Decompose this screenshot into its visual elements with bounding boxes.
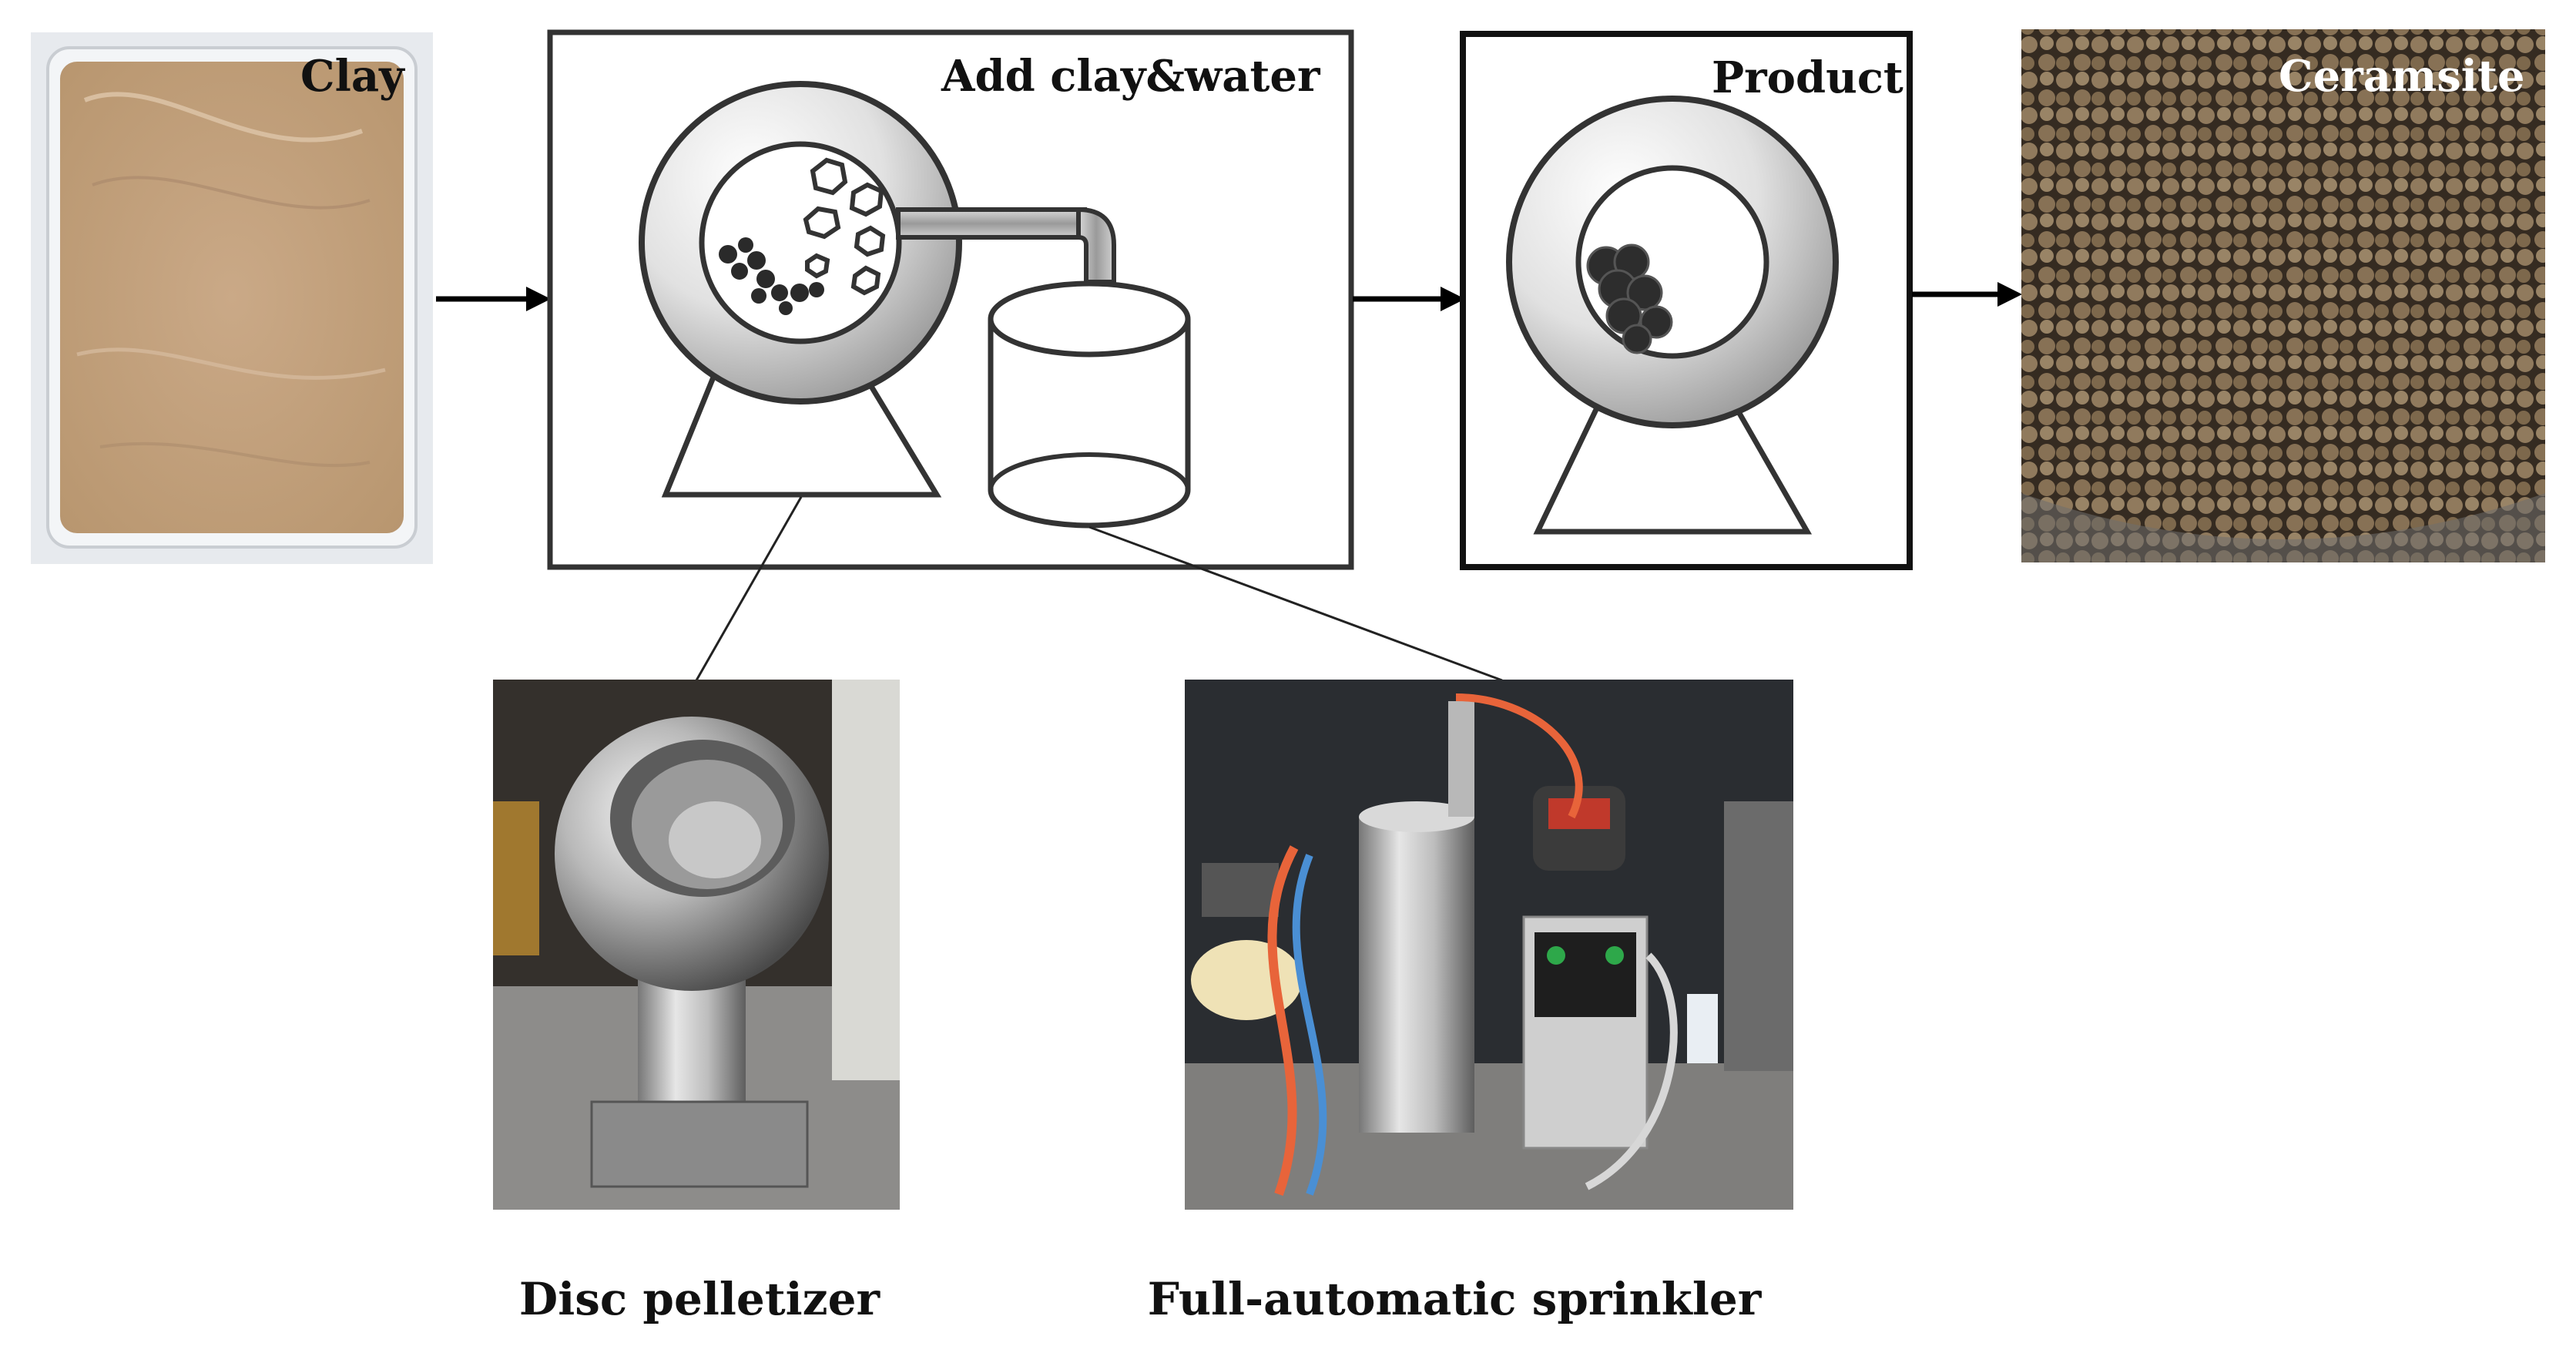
add-clay-water-label: Add clay&water bbox=[941, 51, 1321, 102]
arrow-clay-to-pelletizing bbox=[436, 287, 551, 311]
arrow-product-to-ceramsite bbox=[1912, 282, 2022, 307]
product-pelletizer-schematic bbox=[1506, 96, 1839, 535]
product-label: Product bbox=[1712, 52, 1903, 103]
product-pellets bbox=[1586, 243, 1673, 354]
ceramsite-label: Ceramsite bbox=[2279, 51, 2525, 102]
leader-lines bbox=[695, 496, 1503, 682]
disc-pelletizer-photo bbox=[493, 680, 900, 1210]
water-tank-schematic bbox=[988, 280, 1191, 529]
pellets-in-disc bbox=[719, 237, 824, 315]
disc-pelletizer-schematic bbox=[639, 81, 962, 498]
arrow-pelletizing-to-product bbox=[1353, 287, 1465, 311]
ceramsite-photo bbox=[2021, 29, 2545, 562]
disc-pelletizer-label: Disc pelletizer bbox=[519, 1273, 881, 1325]
clay-label: Clay bbox=[300, 51, 405, 102]
clay-photo bbox=[31, 32, 433, 564]
water-pipe bbox=[896, 206, 1116, 284]
sprinkler-label: Full-automatic sprinkler bbox=[1148, 1273, 1763, 1325]
sprinkler-photo bbox=[1185, 680, 1793, 1210]
